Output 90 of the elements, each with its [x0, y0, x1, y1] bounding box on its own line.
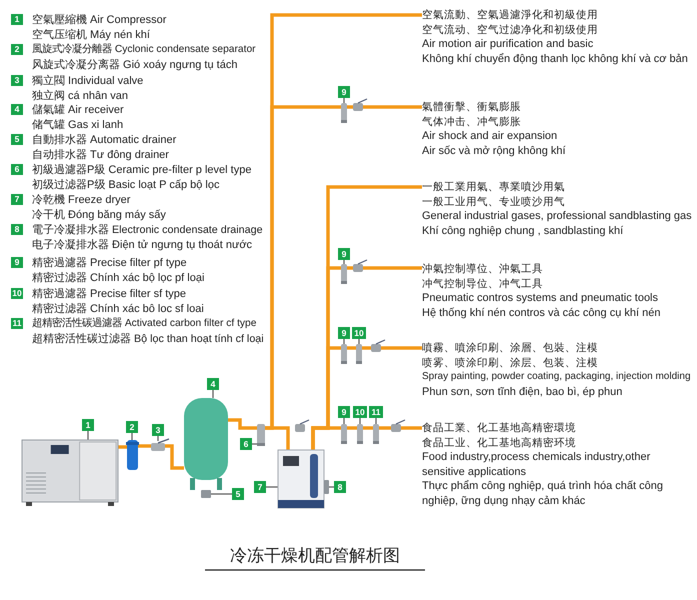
leader-line: [328, 486, 334, 488]
callout-number: 9: [338, 248, 350, 260]
pipe: [138, 444, 151, 448]
pipe: [347, 266, 422, 270]
application-text: Air motion air purification and basic: [422, 37, 594, 52]
pipe: [228, 418, 257, 430]
part-description: 初级过滤器P级 Basic loạt P cấp bộ lọc: [32, 178, 220, 192]
pipe: [165, 444, 184, 470]
application-text: 冲气控制导位、冲气工具: [422, 276, 544, 291]
callout-number: 9: [338, 406, 350, 418]
pipe: [347, 346, 356, 350]
application-text: 喷雾、喷涂印刷、涂层、包装、注模: [422, 356, 599, 370]
callout-number: 10: [11, 288, 23, 299]
application-text: 空氣流動、空氣過濾淨化和初級使用: [422, 8, 599, 22]
pipe: [379, 426, 422, 430]
application-text: General industrial gases, professional sandblasting gas: [422, 209, 693, 224]
callout-number: 5: [232, 488, 244, 500]
callout-number: 10: [352, 327, 366, 339]
application-text: Pneumatic contros systems and pneumatic tools: [422, 291, 660, 306]
callout-number: 4: [207, 378, 219, 390]
callout-number: 7: [254, 481, 266, 493]
callout-number: 8: [11, 224, 23, 235]
part-description: 獨立閥 Individual valve: [32, 74, 144, 88]
diagram-title: 冷冻干燥机配管解析图: [229, 545, 401, 567]
callout-number: 11: [369, 406, 383, 418]
callout-number: 10: [353, 406, 367, 418]
callout-number: 2: [11, 44, 23, 55]
part-description: 精密过滤器 Chính xác bô loc sf loai: [32, 302, 204, 316]
callout-number: 8: [334, 481, 346, 493]
callout-number: 9: [338, 86, 350, 98]
application-text: 噴霧、噴涂印刷、涂層、包裝、注模: [422, 341, 599, 356]
application-text: Food industry,process chemicals industry,other sensitive applications: [422, 450, 652, 479]
part-description: 精密過濾器 Precise filter pf type: [32, 256, 187, 270]
part-description: 空气压缩机 Máy nén khí: [32, 28, 150, 42]
leader-line: [212, 390, 214, 398]
callout-number: 1: [11, 14, 23, 25]
application-text: Spray painting, powder coating, packaging, injection molding: [422, 370, 692, 384]
callout-number: 1: [82, 419, 94, 431]
part-description: 独立阀 cá nhân van: [32, 89, 128, 103]
part-description: 初級過濾器P級 Ceramic pre-filter p level type: [32, 163, 252, 177]
application-text: Phun sơn, sơn tĩnh điện, bao bì, ép phun: [422, 384, 624, 399]
application-text: Hệ thống khí nén contros và các công cụ khí nén: [422, 306, 662, 320]
callout-number: 9: [338, 327, 350, 339]
leader-line: [266, 486, 278, 488]
application-text: 一般工业用气、专业喷沙用气: [422, 194, 566, 209]
callout-number: 5: [11, 134, 23, 145]
pipe: [347, 105, 422, 109]
part-description: 自动排水器 Tư đông drainer: [32, 148, 169, 162]
part-description: 精密過濾器 Precise filter sf type: [32, 287, 186, 301]
application-text: Air sốc và mở rộng không khí: [422, 144, 567, 158]
pipe: [118, 445, 127, 449]
callout-number: 2: [126, 421, 138, 433]
pipe: [347, 426, 357, 430]
application-text: Thực phẩm công nghiệp, quá trình hóa chất công nghiệp, ững dụng nhạy cảm khác: [422, 479, 664, 508]
part-description: 储气罐 Gas xi lanh: [32, 118, 124, 132]
callout-number: 3: [11, 75, 23, 86]
application-text: 一般工業用氣、專業噴沙用氣: [422, 180, 566, 194]
part-description: 空氣壓縮機 Air Compressor: [32, 13, 166, 27]
application-text: 空气流动、空气过滤净化和初级使用: [422, 22, 599, 37]
application-text: 气体冲击、冲气膨胀: [422, 114, 522, 129]
callout-number: 7: [11, 194, 23, 205]
part-description: 电子冷凝排水器 Điện tử ngưng tụ thoát nước: [32, 238, 252, 252]
application-text: 氣體衝擊、衝氣膨脹: [422, 100, 522, 114]
application-text: 食品工业、化工基地高精密环境: [422, 436, 577, 450]
callout-number: 4: [11, 104, 23, 115]
part-description: 風旋式冷凝分離器 Cyclonic condensate separator: [32, 43, 256, 57]
pipe: [362, 346, 422, 350]
application-text: 沖氣控制導位、沖氣工具: [422, 262, 544, 276]
pipe: [265, 105, 341, 430]
part-description: 精密过滤器 Chính xác bộ lọc pf loại: [32, 271, 204, 285]
part-description: 风旋式冷凝分离器 Gió xoáy ngưng tụ tách: [32, 58, 238, 72]
application-text: Không khí chuyển động thanh lọc không khí và cơ bản: [422, 52, 689, 66]
callout-number: 6: [240, 438, 252, 450]
application-text: 食品工業、化工基地高精密環境: [422, 421, 577, 436]
part-description: 冷干机 Đóng băng máy sấy: [32, 208, 166, 222]
callout-number: 6: [11, 164, 23, 175]
callout-number: 3: [152, 424, 164, 436]
part-description: 冷乾機 Freeze dryer: [32, 193, 130, 207]
part-description: 超精密活性碳过滤器 Bộ lọc than hoạt tính cf loại: [32, 332, 264, 346]
callout-number: 11: [11, 318, 23, 329]
part-description: 超精密活性碳過濾器 Activated carbon filter cf type: [32, 317, 256, 331]
part-description: 儲氣罐 Air receiver: [32, 103, 124, 117]
callout-number: 9: [11, 257, 23, 268]
leader-line: [358, 338, 360, 344]
application-text: Khí công nghiệp chung , sandblasting khí: [422, 224, 624, 238]
pipe: [363, 426, 373, 430]
part-description: 電子冷凝排水器 Electronic condensate drainage: [32, 223, 263, 237]
part-description: 自動排水器 Automatic drainer: [32, 133, 176, 147]
pipe: [311, 426, 341, 450]
application-text: Air shock and air expansion: [422, 129, 558, 144]
